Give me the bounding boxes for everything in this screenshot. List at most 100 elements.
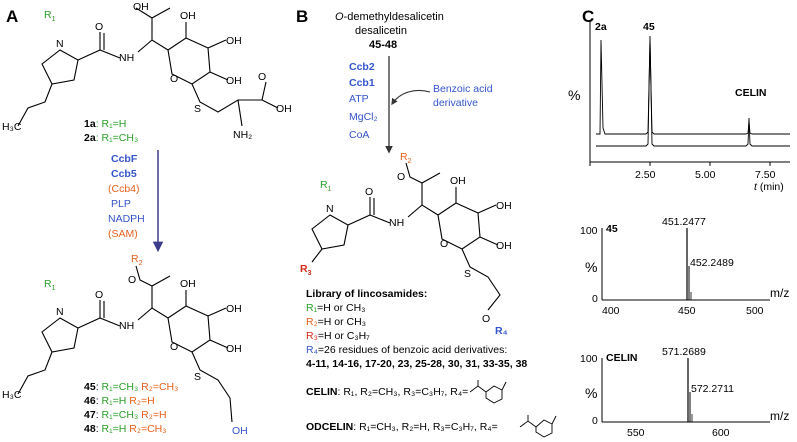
svg-text:%: % <box>585 259 597 275</box>
celin-definition: CELIN: R₁, R₂=CH₃, R₃=C₃H₇, R₄= <box>306 380 507 404</box>
svg-text:OH: OH <box>133 1 149 13</box>
svg-text:Library of lincosamides:: Library of lincosamides: <box>306 288 427 300</box>
side-input-label: Benzoic acid derivative <box>433 83 493 109</box>
svg-text:S: S <box>194 103 201 115</box>
svg-text:571.2689: 571.2689 <box>662 346 706 358</box>
svg-text:450: 450 <box>678 305 696 317</box>
svg-text:0: 0 <box>592 415 598 427</box>
svg-text:0: 0 <box>592 293 598 305</box>
svg-text:derivative: derivative <box>433 97 478 109</box>
svg-text:45-48: 45-48 <box>369 39 397 51</box>
svg-text:%: % <box>568 87 580 103</box>
svg-text:m/z: m/z <box>770 286 789 300</box>
svg-text:N: N <box>56 306 64 318</box>
svg-text:NH: NH <box>119 52 134 64</box>
svg-text:CELIN: R₁, R₂=CH₃, R₃=C₃H₇, R₄: CELIN: R₁, R₂=CH₃, R₃=C₃H₇, R₄= <box>306 386 468 398</box>
svg-text:O: O <box>397 171 405 183</box>
svg-text:550: 550 <box>627 427 645 439</box>
svg-text:ODCELIN: R₁=CH₃, R₂=H, R₃=C₃H₇: ODCELIN: R₁=CH₃, R₂=H, R₃=C₃H₇, R₄= <box>306 421 498 433</box>
panel-label-b: B <box>296 7 308 26</box>
chromatogram: % 2.50 5.00 7.50 t (min) 2a 45 CELIN <box>568 20 790 193</box>
molecule-45-48-labels: R2 O R1 N O NH OH OH OH O S OH H₃C <box>2 253 248 437</box>
svg-text:O: O <box>95 289 103 301</box>
svg-text:OH: OH <box>496 240 512 252</box>
svg-text:2a: 2a <box>595 21 607 33</box>
svg-text:NH: NH <box>389 217 404 229</box>
panel-label-c: C <box>582 7 594 26</box>
starting-material-b: O-demethyldesalicetin desalicetin 45-48 <box>335 11 444 51</box>
svg-text:(SAM): (SAM) <box>108 228 138 240</box>
svg-text:500: 500 <box>746 305 764 317</box>
svg-text:NADPH: NADPH <box>108 213 145 225</box>
svg-text:45: R₁=CH₃ R₂=CH₃: 45: R₁=CH₃ R₂=CH₃ <box>84 381 178 393</box>
svg-text:R1: R1 <box>44 278 56 292</box>
svg-text:R1: R1 <box>44 9 56 23</box>
svg-text:OH: OH <box>226 75 242 87</box>
svg-text:100: 100 <box>580 225 598 237</box>
svg-text:NH: NH <box>119 320 134 332</box>
svg-text:452.2489: 452.2489 <box>690 257 734 269</box>
svg-text:5.00: 5.00 <box>695 169 716 181</box>
svg-text:R₄: R₄ <box>495 325 508 337</box>
svg-text:1a: R₁=H: 1a: R₁=H <box>84 118 126 130</box>
svg-text:47: R₁=CH₃ R₂=H: 47: R₁=CH₃ R₂=H <box>84 409 167 421</box>
svg-text:2a: R₁=CH₃: 2a: R₁=CH₃ <box>84 132 138 144</box>
svg-text:O: O <box>170 73 178 85</box>
svg-text:OH: OH <box>496 200 512 212</box>
svg-text:R₂=H or CH₃: R₂=H or CH₃ <box>306 316 366 328</box>
svg-text:Ccb2: Ccb2 <box>349 61 375 73</box>
svg-text:4-11, 14-16, 17-20, 23, 25-28,: 4-11, 14-16, 17-20, 23, 25-28, 30, 31, 3… <box>306 358 527 370</box>
molecule-library-labels: R2 O R1 N O NH OH OH OH O S O R₄ R3 <box>300 151 512 337</box>
svg-text:t (min): t (min) <box>754 181 784 193</box>
svg-text:H₃C: H₃C <box>2 389 22 401</box>
svg-text:O-demethyldesalicetin: O-demethyldesalicetin <box>335 11 444 23</box>
panel-label-a: A <box>6 7 18 26</box>
molecule-45-48 <box>17 265 233 423</box>
svg-text:desalicetin: desalicetin <box>355 25 407 37</box>
svg-text:NH₂: NH₂ <box>233 129 252 141</box>
svg-text:ATP: ATP <box>349 93 369 105</box>
svg-text:R2: R2 <box>400 151 412 165</box>
mass-spectrum-45: % 100 0 400 450 500 m/z 45 451.2477 452.… <box>580 216 789 317</box>
svg-text:R2: R2 <box>131 253 143 267</box>
svg-text:N: N <box>326 203 334 215</box>
svg-text:7.50: 7.50 <box>755 169 776 181</box>
svg-text:S: S <box>464 268 471 280</box>
svg-text:CELIN: CELIN <box>735 87 767 99</box>
library-description: Library of lincosamides: R₁=H or CH₃ R₂=… <box>306 288 527 370</box>
svg-text:400: 400 <box>602 305 620 317</box>
svg-text:N: N <box>56 38 64 50</box>
svg-text:R₁=H or CH₃: R₁=H or CH₃ <box>306 302 365 314</box>
svg-text:O: O <box>365 186 373 198</box>
svg-text:45: 45 <box>643 21 655 33</box>
svg-text:OH: OH <box>450 175 466 187</box>
svg-text:OH: OH <box>226 35 242 47</box>
svg-text:O: O <box>170 341 178 353</box>
svg-text:572.2711: 572.2711 <box>691 383 734 395</box>
svg-text:OH: OH <box>180 10 196 22</box>
svg-text:Benzoic acid: Benzoic acid <box>433 83 493 95</box>
svg-text:46: R₁=H R₂=H: 46: R₁=H R₂=H <box>84 395 155 407</box>
svg-text:R3: R3 <box>300 263 312 277</box>
svg-text:OH: OH <box>276 103 292 115</box>
svg-text:O: O <box>128 274 136 286</box>
svg-text:CELIN: CELIN <box>606 352 638 364</box>
molecule-1a-labels: R1 N O NH OH OH OH OH O S O OH NH₂ H₃C 1… <box>2 1 292 144</box>
svg-text:O: O <box>258 71 266 83</box>
molecule-1a-2a <box>17 7 279 127</box>
svg-text:H₃C: H₃C <box>2 121 22 133</box>
svg-text:100: 100 <box>580 353 598 365</box>
svg-text:O: O <box>95 21 103 33</box>
product-list-a: 45: R₁=CH₃ R₂=CH₃ 46: R₁=H R₂=H 47: R₁=C… <box>84 381 178 435</box>
svg-text:PLP: PLP <box>111 198 131 210</box>
svg-text:S: S <box>194 371 201 383</box>
svg-text:600: 600 <box>712 427 730 439</box>
reagents-b: Ccb2 Ccb1 ATP MgCl₂ CoA <box>349 61 378 141</box>
svg-text:O: O <box>440 238 448 250</box>
svg-text:Ccb5: Ccb5 <box>111 168 137 180</box>
svg-text:OH: OH <box>226 303 242 315</box>
svg-text:CoA: CoA <box>349 129 369 141</box>
svg-text:OH: OH <box>232 425 248 437</box>
svg-text:OH: OH <box>226 343 242 355</box>
